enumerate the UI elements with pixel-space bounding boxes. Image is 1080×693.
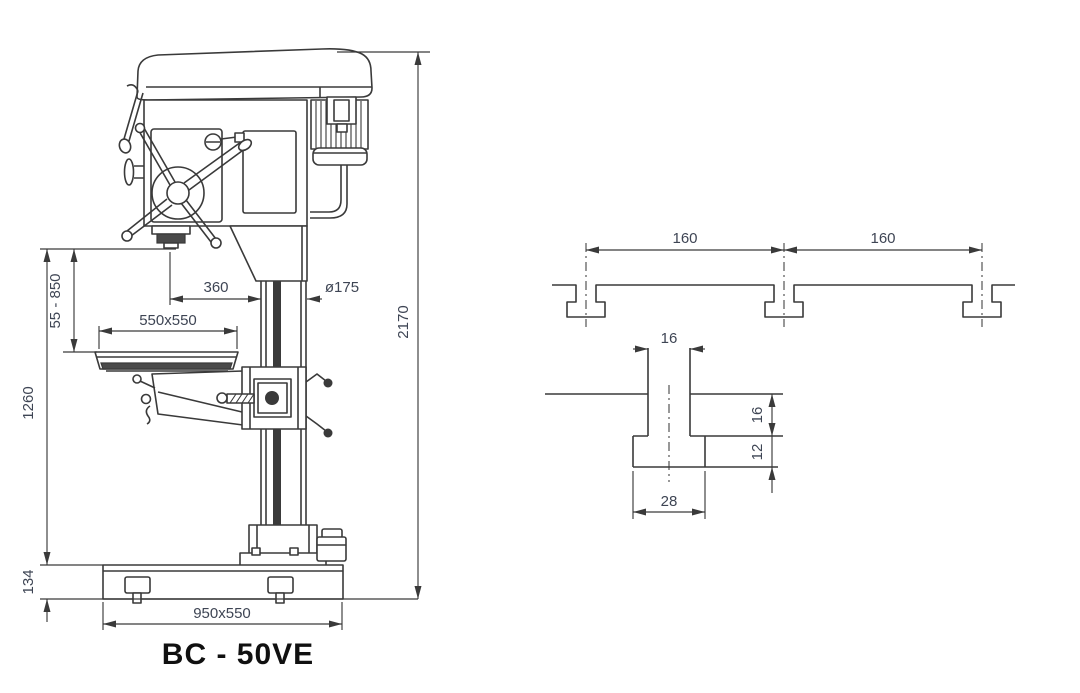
- column-base-boss: [239, 524, 327, 567]
- belt-tension-lever: [118, 84, 144, 154]
- coolant-pump: [316, 528, 347, 562]
- dim-label-spindle-base: 1260: [20, 386, 37, 419]
- dim-label-undercut-width: 28: [661, 493, 678, 510]
- model-label: BC - 50VE: [162, 638, 314, 671]
- motor: [310, 96, 369, 219]
- dim-label-pitch-2: 160: [870, 230, 895, 247]
- t-slot-section-view: 16 16 12 28: [545, 330, 783, 519]
- dim-label-spindle-table: 55 - 850: [47, 273, 64, 328]
- elevation-crank-hub: [265, 391, 279, 405]
- table-clamp-gearbox: [216, 366, 333, 438]
- dim-label-table-size: 550x550: [139, 312, 197, 329]
- dim-label-column-diameter: ø175: [325, 279, 359, 296]
- front-view-dimensions: 2170 1260 134 55 - 850 360 ø175 550x550 …: [20, 51, 430, 630]
- side-panel: [242, 130, 297, 214]
- dim-label-pitch-1: 160: [672, 230, 697, 247]
- motor-end-cap: [312, 147, 368, 166]
- work-table: [94, 351, 239, 372]
- machine-base: [102, 564, 344, 604]
- t-slot-pitch-view: 160 160: [552, 230, 1015, 327]
- front-view-drill-press: 2170 1260 134 55 - 850 360 ø175 550x550 …: [20, 48, 430, 671]
- elevation-crank-shaft: [216, 392, 255, 404]
- dim-label-base-height: 134: [20, 569, 37, 594]
- slot-centerlines: [585, 243, 983, 327]
- dim-label-neck-depth: 16: [749, 407, 766, 424]
- t-slot-profile: [545, 348, 783, 468]
- side-knob: [123, 158, 144, 186]
- depth-stop: [204, 132, 245, 151]
- dim-label-undercut-depth: 12: [749, 444, 766, 461]
- anchor-slot: [267, 576, 294, 604]
- hand-wheel-hub: [166, 181, 190, 205]
- dim-label-throat: 360: [203, 279, 228, 296]
- motor-cable: [310, 165, 348, 219]
- clamp-handles: [305, 373, 333, 438]
- quill-housing: [229, 225, 308, 282]
- dim-label-base-size: 950x550: [193, 605, 251, 622]
- anchor-slot: [124, 576, 151, 604]
- dim-label-slot-width: 16: [661, 330, 678, 347]
- chuck: [151, 225, 191, 249]
- hand-wheel: [121, 122, 253, 249]
- table-section-profile: [552, 284, 1015, 318]
- dim-label-total-height: 2170: [395, 305, 412, 338]
- head-cap: [136, 48, 373, 101]
